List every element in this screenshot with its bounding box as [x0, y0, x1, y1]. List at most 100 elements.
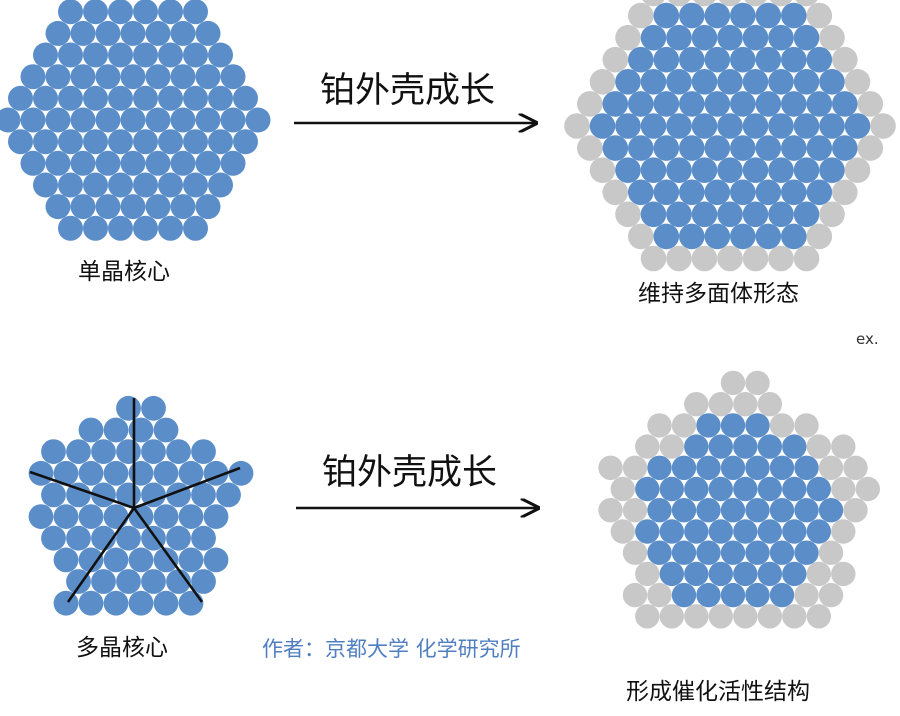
core-atom: [717, 24, 743, 51]
core-atom: [671, 582, 697, 608]
core-atom: [742, 24, 769, 51]
core-atom: [33, 42, 58, 68]
core-atom: [158, 172, 183, 198]
core-atom: [120, 107, 146, 133]
core-atom: [20, 64, 46, 90]
shell-atom: [794, 413, 819, 438]
core-atom: [666, 201, 692, 228]
core-atom: [671, 498, 697, 523]
core-atom: [768, 24, 794, 51]
core-atom: [83, 172, 108, 198]
core-atom: [679, 46, 705, 73]
shell-atom: [843, 455, 868, 480]
core-atom: [191, 569, 216, 594]
core-atom: [91, 569, 116, 594]
core-atom: [745, 582, 770, 608]
core-atom: [671, 455, 697, 480]
core-atom: [794, 540, 819, 565]
core-atom: [53, 460, 79, 486]
core-atom: [640, 157, 667, 183]
core-atom: [133, 42, 158, 68]
core-atom: [183, 129, 208, 155]
shell-atom: [831, 519, 856, 544]
core-atom: [66, 569, 91, 594]
shell-atom: [642, 0, 665, 7]
core-atom: [696, 540, 721, 565]
shell-atom: [745, 370, 770, 396]
twin-line-bottom-right: [132, 507, 204, 603]
core-atom: [70, 64, 96, 90]
core-atom: [745, 455, 770, 480]
core-atom: [806, 135, 833, 161]
core-atom: [704, 91, 731, 117]
core-atom: [691, 113, 718, 139]
core-atom: [95, 150, 121, 176]
shell-atom: [708, 392, 733, 417]
shell-atom: [667, 0, 691, 7]
core-atom: [103, 547, 129, 573]
core-atom: [782, 561, 807, 587]
shell-atom: [647, 413, 672, 438]
core-atom: [659, 519, 684, 544]
core-atom: [768, 113, 794, 139]
shell-atom: [577, 91, 603, 117]
core-atom: [33, 129, 58, 155]
core-atom: [208, 85, 233, 111]
core-atom: [755, 223, 782, 250]
core-atom: [704, 135, 731, 161]
shelled-polyhedron-hexagon: [564, 0, 896, 272]
core-atom: [679, 223, 705, 250]
single-crystal-core-hexagon: [0, 0, 271, 241]
core-atom: [78, 547, 104, 573]
shell-atom: [635, 561, 660, 587]
core-atom: [83, 0, 108, 25]
shell-atom: [768, 245, 794, 272]
core-atom: [696, 413, 721, 438]
core-atom: [233, 85, 258, 111]
core-atom: [183, 85, 208, 111]
core-atom: [742, 113, 769, 139]
core-atom: [679, 2, 705, 29]
core-atom: [66, 525, 91, 551]
core-atom: [158, 42, 183, 68]
core-atom: [45, 20, 71, 46]
core-atom: [116, 525, 141, 551]
core-atom: [717, 201, 743, 228]
core-atom: [844, 113, 871, 139]
core-atom: [216, 482, 241, 508]
core-atom: [733, 476, 758, 502]
core-atom: [704, 223, 731, 250]
core-atom: [70, 150, 96, 176]
core-atom: [78, 417, 104, 443]
core-atom: [233, 129, 258, 155]
shell-atom: [855, 476, 880, 502]
core-atom: [170, 194, 196, 220]
core-atom: [769, 498, 795, 523]
core-atom: [691, 157, 718, 183]
core-atom: [83, 42, 108, 68]
shell-atom: [819, 24, 845, 51]
core-atom: [20, 150, 46, 176]
core-atom: [45, 194, 71, 220]
core-atom: [245, 107, 271, 133]
core-atom: [128, 590, 154, 616]
core-atom: [41, 482, 66, 508]
core-atom: [103, 417, 129, 443]
core-atom: [757, 434, 782, 459]
core-atom: [781, 223, 807, 250]
core-atom: [166, 525, 191, 551]
shell-atom: [589, 69, 616, 95]
core-atom: [53, 504, 79, 529]
shell-atom: [832, 46, 858, 73]
core-atom: [819, 113, 845, 139]
core-atom: [178, 547, 204, 573]
core-atom: [41, 439, 66, 464]
core-atom: [628, 46, 654, 73]
shell-atom: [640, 245, 667, 272]
core-atom: [793, 69, 820, 95]
shell-atom: [708, 604, 733, 629]
core-atom: [653, 135, 680, 161]
core-atom: [58, 42, 83, 68]
core-atom: [659, 561, 684, 587]
single-crystal-core-caption: 单晶核心: [78, 259, 170, 285]
